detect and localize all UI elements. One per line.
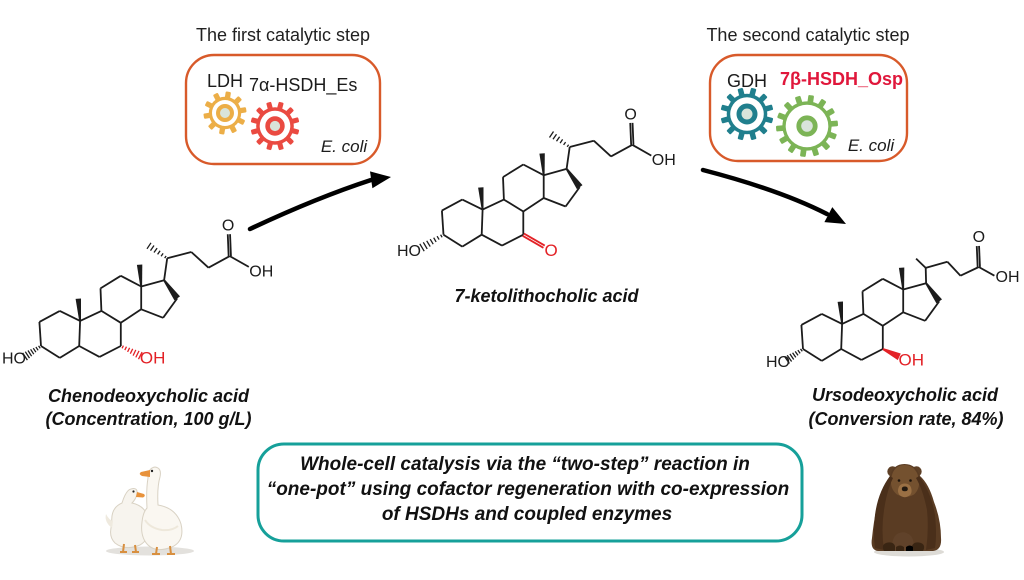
- svg-text:(Concentration, 100 g/L): (Concentration, 100 g/L): [45, 409, 251, 429]
- svg-text:Whole-cell catalysis via the “: Whole-cell catalysis via the “two-step” …: [300, 454, 750, 475]
- svg-text:(Conversion rate, 84%): (Conversion rate, 84%): [808, 409, 1003, 429]
- svg-text:“one-pot” using cofactor regen: “one-pot” using cofactor regeneration wi…: [267, 479, 790, 500]
- svg-text:Ursodeoxycholic acid: Ursodeoxycholic acid: [812, 385, 999, 405]
- svg-text:Chenodeoxycholic acid: Chenodeoxycholic acid: [48, 386, 250, 406]
- svg-text:O: O: [624, 106, 636, 123]
- svg-text:of HSDHs and coupled enzymes: of HSDHs and coupled enzymes: [382, 504, 672, 525]
- svg-text:The second catalytic step: The second catalytic step: [706, 25, 909, 45]
- svg-text:OH: OH: [249, 263, 273, 280]
- svg-text:O: O: [973, 229, 985, 246]
- svg-text:7β-HSDH_Osp: 7β-HSDH_Osp: [780, 69, 903, 89]
- svg-text:O: O: [544, 241, 557, 260]
- svg-text:7-ketolithocholic acid: 7-ketolithocholic acid: [454, 286, 639, 306]
- svg-text:HO: HO: [397, 243, 421, 260]
- svg-text:E. coli: E. coli: [848, 136, 896, 155]
- svg-text:OH: OH: [899, 351, 925, 370]
- svg-text:The first catalytic step: The first catalytic step: [196, 25, 370, 45]
- svg-text:OH: OH: [996, 269, 1020, 286]
- svg-text:HO: HO: [2, 351, 26, 368]
- svg-text:7α-HSDH_Es: 7α-HSDH_Es: [249, 75, 357, 96]
- svg-text:HO: HO: [766, 354, 790, 371]
- svg-text:OH: OH: [140, 349, 166, 368]
- svg-text:LDH: LDH: [207, 71, 243, 91]
- svg-text:OH: OH: [652, 152, 676, 169]
- svg-text:O: O: [222, 218, 234, 235]
- svg-text:E. coli: E. coli: [321, 137, 369, 156]
- svg-text:GDH: GDH: [727, 71, 767, 91]
